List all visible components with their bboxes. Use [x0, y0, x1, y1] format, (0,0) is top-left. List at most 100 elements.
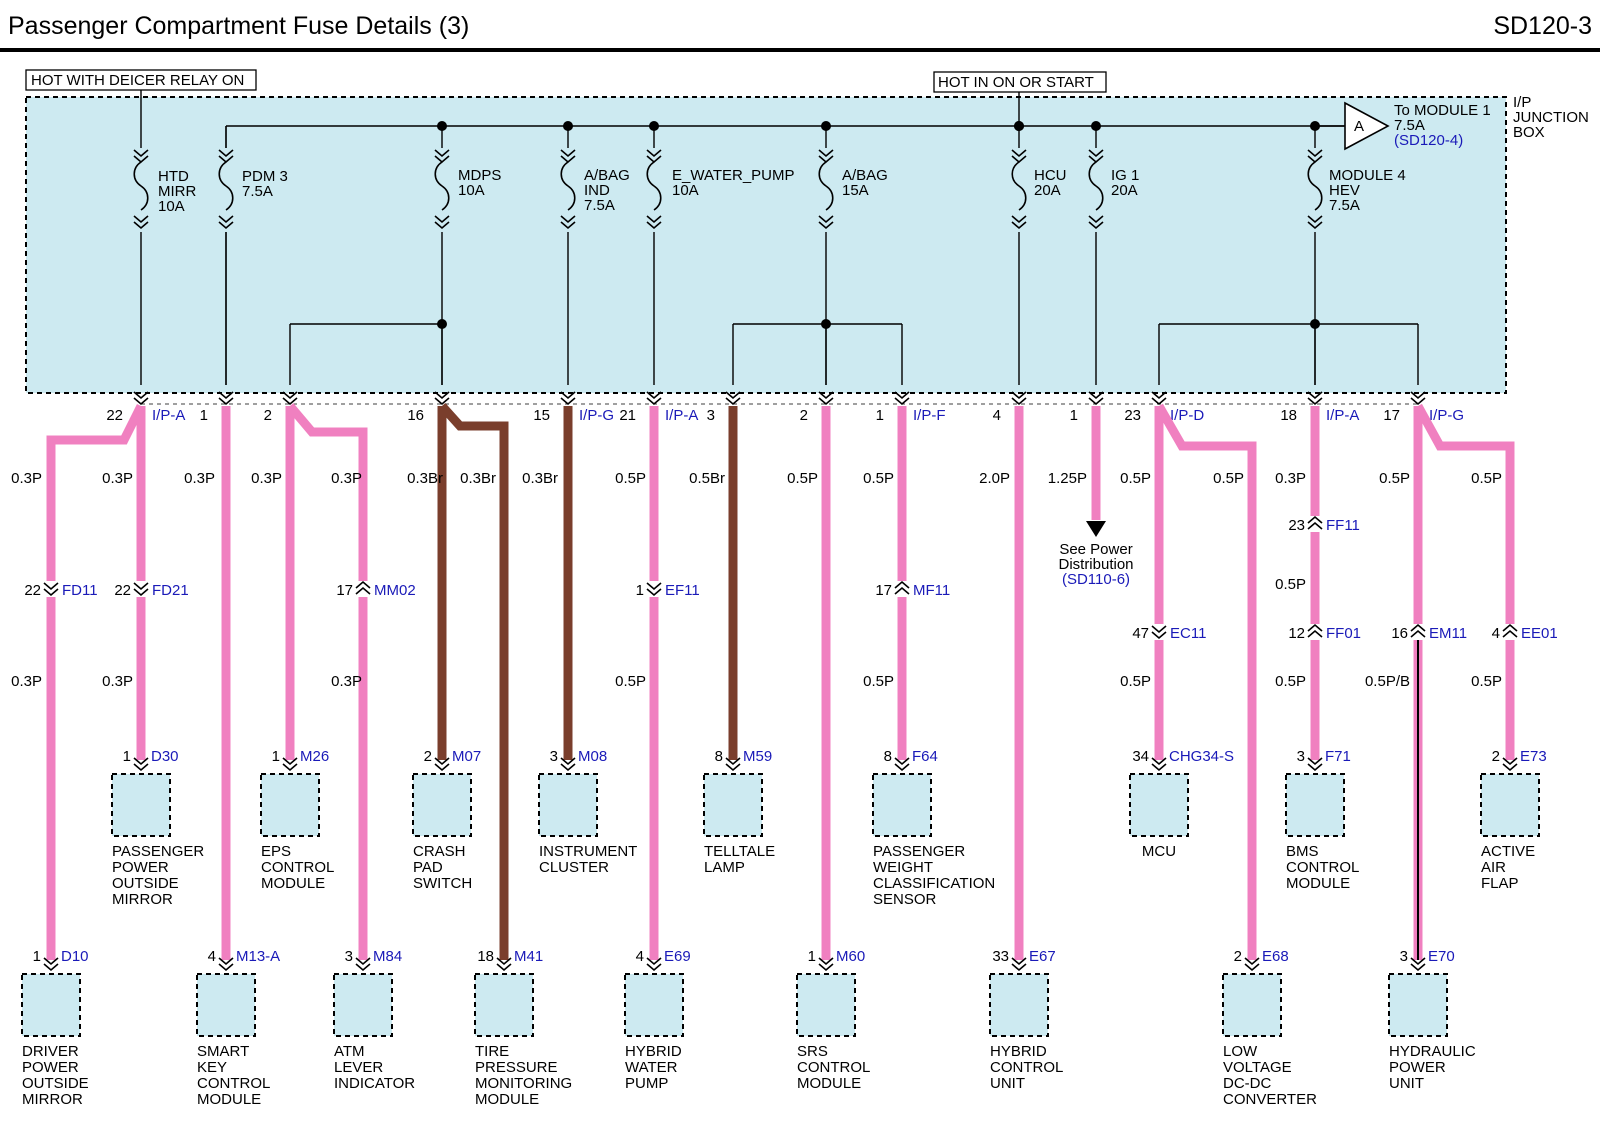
connector-chevron-icon — [133, 757, 149, 772]
component-box — [1480, 773, 1540, 837]
box-pin-number: 16 — [407, 407, 424, 424]
module-ref-triangle-icon — [1344, 101, 1390, 151]
inline-pin-number: 22 — [24, 582, 41, 599]
component-pin-number: 4 — [208, 948, 216, 965]
component-name: MODULE — [197, 1091, 261, 1108]
component-pin-number: 4 — [636, 948, 644, 965]
fuse-bg — [644, 148, 664, 232]
component-connector-id: F71 — [1325, 748, 1351, 765]
inline-connector-id: MM02 — [374, 582, 416, 599]
component-box — [21, 973, 81, 1037]
fuse-label: 7.5A — [584, 197, 615, 214]
component-name: KEY — [197, 1059, 227, 1076]
component-pin-number: 2 — [1234, 948, 1242, 965]
component-name: CLUSTER — [539, 859, 609, 876]
component-box — [412, 773, 472, 837]
fuse-label: 7.5A — [242, 183, 273, 200]
fuse-bg — [558, 148, 578, 232]
box-pin-number: 2 — [264, 407, 272, 424]
wire-size-label: 0.3P — [331, 673, 362, 690]
component-name: PASSENGER — [873, 843, 965, 860]
component-name: SMART — [197, 1043, 249, 1060]
box-pin-number: 23 — [1124, 407, 1141, 424]
power-arrow-icon — [1086, 521, 1106, 537]
component-name: CONTROL — [1286, 859, 1359, 876]
connector-chevron-icon — [355, 580, 371, 595]
component-box — [333, 973, 393, 1037]
connector-chevron-icon — [1502, 757, 1518, 772]
component-name: UNIT — [990, 1075, 1025, 1092]
fuse-label: IG 1 — [1111, 167, 1139, 184]
component-name: TELLTALE — [704, 843, 775, 860]
component-name: POWER — [22, 1059, 79, 1076]
component-pin-number: 3 — [1297, 748, 1305, 765]
component-box — [796, 973, 856, 1037]
fuse-label: MODULE 4 — [1329, 167, 1406, 184]
connector-chevron-icon — [894, 580, 910, 595]
component-name: MIRROR — [112, 891, 173, 908]
connector-chevron-icon — [1410, 623, 1426, 638]
fuse-label: A/BAG — [842, 167, 888, 184]
connector-chevron-icon — [646, 215, 662, 230]
component-box — [1129, 773, 1189, 837]
component-connector-id: M84 — [373, 948, 402, 965]
component-name: CRASH — [413, 843, 466, 860]
fuse-label: HEV — [1329, 182, 1360, 199]
wire-size-label: 0.3P — [184, 470, 215, 487]
fuse-label: IND — [584, 182, 610, 199]
wire-size-label: 1.25P — [1048, 470, 1087, 487]
fuse-bg — [1009, 148, 1029, 232]
inline-pin-number: 22 — [114, 582, 131, 599]
connector-chevron-icon — [1410, 957, 1426, 972]
connector-chevron-icon — [1011, 957, 1027, 972]
hot-label-on-start: HOT IN ON OR START — [938, 74, 1094, 91]
component-name: MODULE — [797, 1075, 861, 1092]
component-name: MCU — [1142, 843, 1176, 860]
component-name: PASSENGER — [112, 843, 204, 860]
component-name: INDICATOR — [334, 1075, 415, 1092]
connector-chevron-icon — [43, 957, 59, 972]
page-title: Passenger Compartment Fuse Details (3) — [8, 12, 469, 40]
inline-pin-number: 23 — [1288, 517, 1305, 534]
connector-chevron-icon — [1151, 391, 1167, 406]
component-box — [989, 973, 1049, 1037]
connector-chevron-icon — [1011, 215, 1027, 230]
wire-size-label: 0.5P — [615, 673, 646, 690]
connector-chevron-icon — [218, 391, 234, 406]
component-name: DRIVER — [22, 1043, 79, 1060]
component-connector-id: D10 — [61, 948, 89, 965]
component-pin-number: 1 — [123, 748, 131, 765]
wire-brown — [438, 402, 509, 960]
component-connector-id: E68 — [1262, 948, 1289, 965]
power-dist-label: Distribution — [1058, 556, 1133, 573]
box-pin-number: 17 — [1383, 407, 1400, 424]
component-connector-id: M13-A — [236, 948, 280, 965]
component-name: SENSOR — [873, 891, 937, 908]
box-connector-id: I/P-G — [1429, 407, 1464, 424]
box-pin-number: 4 — [993, 407, 1001, 424]
component-name: UNIT — [1389, 1075, 1424, 1092]
component-box — [474, 973, 534, 1037]
box-pin-number: 15 — [533, 407, 550, 424]
wire-size-label: 0.5P/B — [1365, 673, 1410, 690]
wire-pink — [1414, 403, 1515, 760]
wire-size-label: 0.5P — [1120, 673, 1151, 690]
component-name: MODULE — [475, 1091, 539, 1108]
box-pin-number: 21 — [619, 407, 636, 424]
connector-chevron-icon — [818, 215, 834, 230]
component-name: DC-DC — [1223, 1075, 1271, 1092]
wire-size-label: 0.5P — [1379, 470, 1410, 487]
fuse-symbol-icon — [560, 161, 576, 211]
wire-size-label: 0.5P — [863, 673, 894, 690]
junction-dot — [1014, 121, 1024, 131]
component-name: PRESSURE — [475, 1059, 558, 1076]
component-pin-number: 18 — [477, 948, 494, 965]
connector-chevron-icon — [133, 582, 149, 597]
box-connector-id: I/P-D — [1170, 407, 1204, 424]
component-connector-id: M59 — [743, 748, 772, 765]
component-name: VOLTAGE — [1223, 1059, 1292, 1076]
box-pin-number: 3 — [707, 407, 715, 424]
component-name: CONVERTER — [1223, 1091, 1317, 1108]
component-name: OUTSIDE — [112, 875, 179, 892]
